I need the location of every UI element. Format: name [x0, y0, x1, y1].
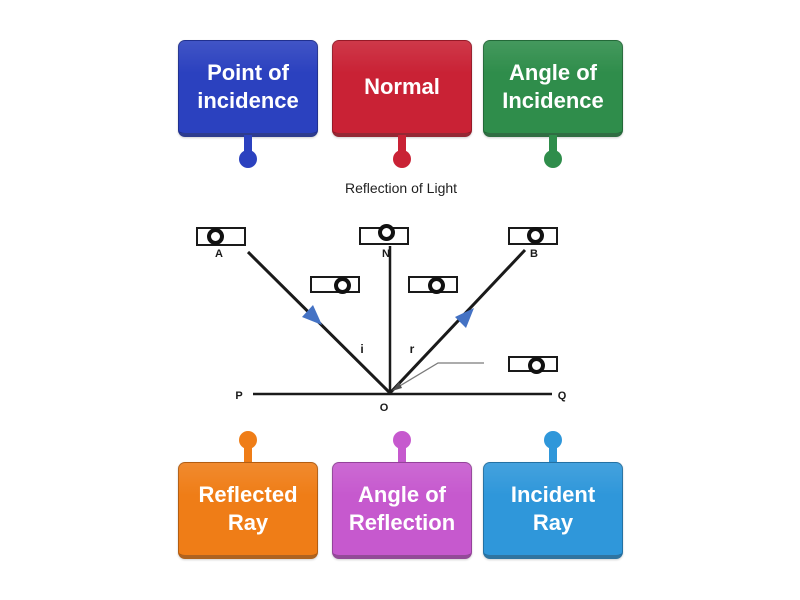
label-card-text: Angle of Incidence: [502, 59, 604, 113]
label-card-angle-of-reflection[interactable]: Angle of Reflection: [332, 462, 472, 559]
point-label-a: A: [215, 248, 223, 260]
leader-arrowhead-icon: [392, 382, 402, 391]
label-card-normal[interactable]: Normal: [332, 40, 472, 137]
slot-ring-icon: [334, 277, 351, 294]
connector-stem: [398, 135, 406, 154]
point-label-n: N: [382, 248, 390, 260]
diagram-title: Reflection of Light: [344, 180, 458, 196]
label-card-text: Normal: [364, 73, 440, 99]
angle-label-r: r: [409, 342, 415, 356]
connector-dot[interactable]: [393, 150, 411, 168]
drop-slot-left-ray[interactable]: [196, 227, 246, 246]
connector-stem: [398, 446, 406, 464]
point-o-leader-line: [392, 362, 484, 391]
angle-label-i: i: [360, 342, 364, 356]
drop-slot-point-o[interactable]: [508, 356, 558, 374]
slot-ring-icon: [527, 227, 544, 244]
connector-dot[interactable]: [393, 431, 411, 449]
label-card-text: Incident Ray: [510, 481, 596, 535]
drop-slot-angle-i[interactable]: [310, 276, 360, 294]
label-card-point-of-incidence[interactable]: Point of incidence: [178, 40, 318, 137]
slot-ring-icon: [428, 277, 445, 294]
reflected-ray-line: [388, 248, 527, 395]
incident-ray-arrowhead-icon: [302, 305, 322, 325]
connector-stem: [244, 135, 252, 154]
connector-dot[interactable]: [544, 431, 562, 449]
label-card-text: Reflected Ray: [198, 481, 298, 535]
drop-slot-right-ray[interactable]: [508, 227, 558, 245]
drop-slot-angle-r[interactable]: [408, 276, 458, 294]
slot-ring-icon: [528, 357, 545, 374]
connector-stem: [244, 446, 252, 464]
point-label-q: Q: [557, 390, 567, 402]
label-card-incident-ray[interactable]: Incident Ray: [483, 462, 623, 559]
connector-stem: [549, 135, 557, 154]
label-card-text: Point of incidence: [197, 59, 299, 113]
slot-ring-icon: [207, 228, 224, 245]
connector-dot[interactable]: [239, 431, 257, 449]
connector-dot[interactable]: [239, 150, 257, 168]
slot-ring-icon: [378, 224, 395, 241]
point-label-o: O: [379, 402, 389, 414]
label-card-angle-of-incidence[interactable]: Angle of Incidence: [483, 40, 623, 137]
connector-dot[interactable]: [544, 150, 562, 168]
point-label-b: B: [530, 248, 538, 260]
label-card-text: Angle of Reflection: [348, 481, 456, 535]
reflected-ray-arrowhead-icon: [455, 308, 474, 328]
label-card-reflected-ray[interactable]: Reflected Ray: [178, 462, 318, 559]
point-label-p: P: [235, 390, 243, 402]
drop-slot-normal[interactable]: [359, 224, 409, 245]
connector-stem: [549, 446, 557, 464]
